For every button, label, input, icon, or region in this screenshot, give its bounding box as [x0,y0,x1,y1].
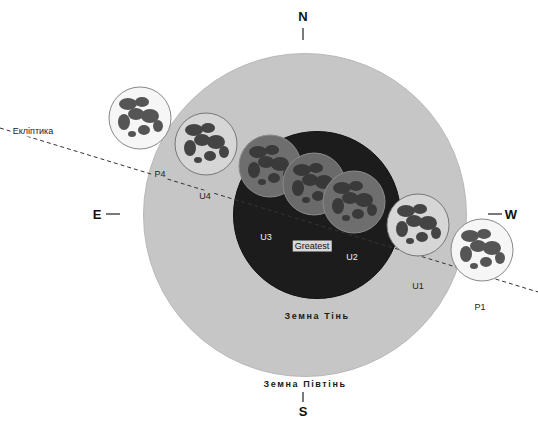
moon-p1 [451,219,513,281]
moon-u1 [387,194,449,256]
greatest-label: Greatest [293,241,332,252]
moon-u2 [323,171,385,233]
ecliptic-label: Екліптика [11,126,55,137]
contact-label: U4 [197,191,213,202]
contact-label: P1 [472,302,487,313]
moon-u4 [175,113,237,175]
north-tick [302,28,303,40]
compass-east: E [93,208,102,221]
south-tick [302,392,303,402]
ecliptic-line [0,128,538,292]
compass-south: S [299,405,308,418]
moon-p4 [109,87,171,149]
contact-label: U2 [344,252,360,263]
west-tick [488,213,502,214]
contact-label: U1 [410,281,426,292]
umbra-circle-disc [234,132,401,299]
penumbra-circle-disc [144,54,467,377]
contact-label: U3 [258,232,274,243]
compass-west: W [505,208,517,221]
shadow-caption: Земна Півтінь [263,379,346,389]
compass-north: N [298,10,307,23]
shadow-caption: Земна Тінь [284,311,349,321]
contact-label: P4 [152,169,167,180]
east-tick [106,213,120,214]
